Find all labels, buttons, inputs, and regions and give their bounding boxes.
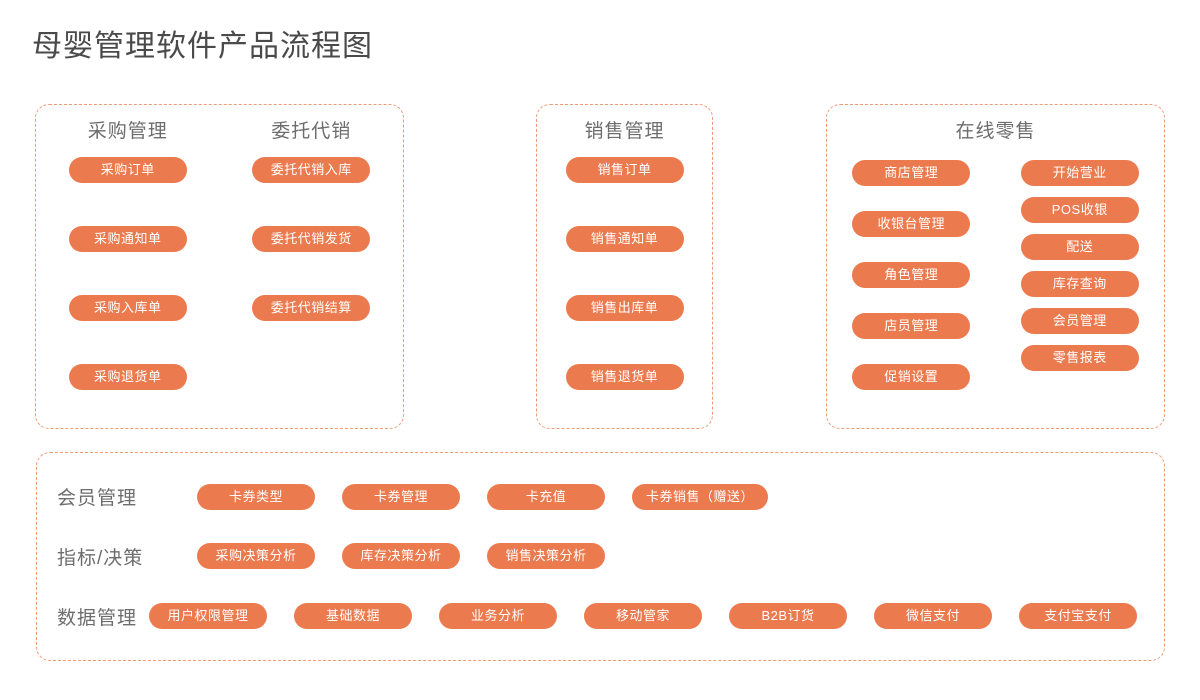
pill-delivery[interactable]: 配送 (1020, 234, 1139, 260)
general-row-member: 会员管理 卡券类型 卡券管理 卡充值 卡券销售（赠送） (37, 479, 1164, 515)
pill-sales-return[interactable]: 销售退货单 (565, 364, 684, 390)
general-rows: 会员管理 卡券类型 卡券管理 卡充值 卡券销售（赠送） 指标/决策 采购决策分析… (37, 453, 1164, 660)
pill-basic-data[interactable]: 基础数据 (294, 603, 412, 630)
pill-store-management[interactable]: 商店管理 (852, 160, 971, 186)
row-label-data-management: 数据管理 (57, 607, 138, 629)
panel-purchase-titles: 采购管理 委托代销 (36, 119, 403, 145)
pill-sales-notice[interactable]: 销售通知单 (565, 226, 684, 252)
panel-purchase-management: 采购管理 委托代销 采购订单 采购通知单 采购入库单 采购退货单 委托代销入库 … (35, 104, 404, 429)
pill-retail-report[interactable]: 零售报表 (1020, 345, 1139, 371)
panel-title-consignment: 委托代销 (271, 121, 352, 142)
row-label-metrics-decision: 指标/决策 (57, 547, 144, 569)
panel-general-modules: 会员管理 卡券类型 卡券管理 卡充值 卡券销售（赠送） 指标/决策 采购决策分析… (36, 452, 1165, 661)
column-retail-right: 开始营业 POS收银 配送 库存查询 会员管理 零售报表 (1020, 160, 1139, 418)
pill-purchase-order[interactable]: 采购订单 (68, 157, 187, 183)
page-title: 母婴管理软件产品流程图 (32, 30, 373, 63)
pill-cashier-management[interactable]: 收银台管理 (852, 211, 971, 237)
pill-sales-order[interactable]: 销售订单 (565, 157, 684, 183)
pill-member-management[interactable]: 会员管理 (1020, 308, 1139, 334)
pill-card-management[interactable]: 卡券管理 (342, 483, 460, 510)
panel-retail-columns: 商店管理 收银台管理 角色管理 店员管理 促销设置 开始营业 POS收银 配送 … (827, 160, 1164, 418)
pill-alipay[interactable]: 支付宝支付 (1019, 603, 1137, 630)
pill-user-permission-management[interactable]: 用户权限管理 (149, 603, 267, 630)
pill-role-management[interactable]: 角色管理 (852, 262, 971, 288)
pill-start-business[interactable]: 开始营业 (1020, 160, 1139, 186)
panel-online-retail: 在线零售 商店管理 收银台管理 角色管理 店员管理 促销设置 开始营业 POS收… (826, 104, 1165, 429)
panel-title-sales: 销售管理 (584, 121, 665, 142)
panel-retail-titles: 在线零售 (827, 119, 1164, 145)
pill-clerk-management[interactable]: 店员管理 (852, 313, 971, 339)
pill-wechat-pay[interactable]: 微信支付 (874, 603, 992, 630)
panel-title-purchase: 采购管理 (87, 121, 168, 142)
pill-stock-query[interactable]: 库存查询 (1020, 271, 1139, 297)
panel-title-online-retail: 在线零售 (955, 121, 1036, 142)
panel-sales-columns: 销售订单 销售通知单 销售出库单 销售退货单 (537, 157, 712, 418)
column-purchase: 采购订单 采购通知单 采购入库单 采购退货单 (68, 157, 187, 418)
pill-consignment-shipment[interactable]: 委托代销发货 (252, 226, 371, 252)
pill-promotion-settings[interactable]: 促销设置 (852, 364, 971, 390)
column-sales: 销售订单 销售通知单 销售出库单 销售退货单 (565, 157, 684, 418)
pill-business-analysis[interactable]: 业务分析 (439, 603, 557, 630)
pill-consignment-inbound[interactable]: 委托代销入库 (252, 157, 371, 183)
pill-consignment-settlement[interactable]: 委托代销结算 (252, 295, 371, 321)
general-row-metrics: 指标/决策 采购决策分析 库存决策分析 销售决策分析 (37, 538, 1164, 574)
panel-purchase-columns: 采购订单 采购通知单 采购入库单 采购退货单 委托代销入库 委托代销发货 委托代… (36, 157, 403, 418)
pill-card-sales-gift[interactable]: 卡券销售（赠送） (632, 483, 769, 510)
panel-sales-management: 销售管理 销售订单 销售通知单 销售出库单 销售退货单 (536, 104, 713, 429)
pill-card-type[interactable]: 卡券类型 (197, 483, 315, 510)
pill-purchase-inbound[interactable]: 采购入库单 (68, 295, 187, 321)
pill-pos-checkout[interactable]: POS收银 (1020, 197, 1139, 223)
column-retail-left: 商店管理 收银台管理 角色管理 店员管理 促销设置 (852, 160, 971, 418)
row-pills-member: 卡券类型 卡券管理 卡充值 卡券销售（赠送） (197, 483, 1164, 510)
pill-purchase-return[interactable]: 采购退货单 (68, 364, 187, 390)
pill-purchase-decision-analysis[interactable]: 采购决策分析 (197, 543, 315, 570)
pill-b2b-ordering[interactable]: B2B订货 (729, 603, 847, 630)
pill-card-recharge[interactable]: 卡充值 (487, 483, 605, 510)
pill-inventory-decision-analysis[interactable]: 库存决策分析 (342, 543, 460, 570)
pill-mobile-steward[interactable]: 移动管家 (584, 603, 702, 630)
column-consignment: 委托代销入库 委托代销发货 委托代销结算 (252, 157, 371, 418)
row-label-member-management: 会员管理 (57, 488, 138, 510)
row-pills-data: 用户权限管理 基础数据 业务分析 移动管家 B2B订货 微信支付 支付宝支付 (149, 603, 1164, 630)
pill-sales-outbound[interactable]: 销售出库单 (565, 295, 684, 321)
general-row-data: 数据管理 用户权限管理 基础数据 业务分析 移动管家 B2B订货 微信支付 支付… (37, 598, 1164, 634)
panel-sales-titles: 销售管理 (537, 119, 712, 145)
row-pills-metrics: 采购决策分析 库存决策分析 销售决策分析 (197, 543, 1164, 570)
pill-purchase-notice[interactable]: 采购通知单 (68, 226, 187, 252)
pill-sales-decision-analysis[interactable]: 销售决策分析 (487, 543, 605, 570)
